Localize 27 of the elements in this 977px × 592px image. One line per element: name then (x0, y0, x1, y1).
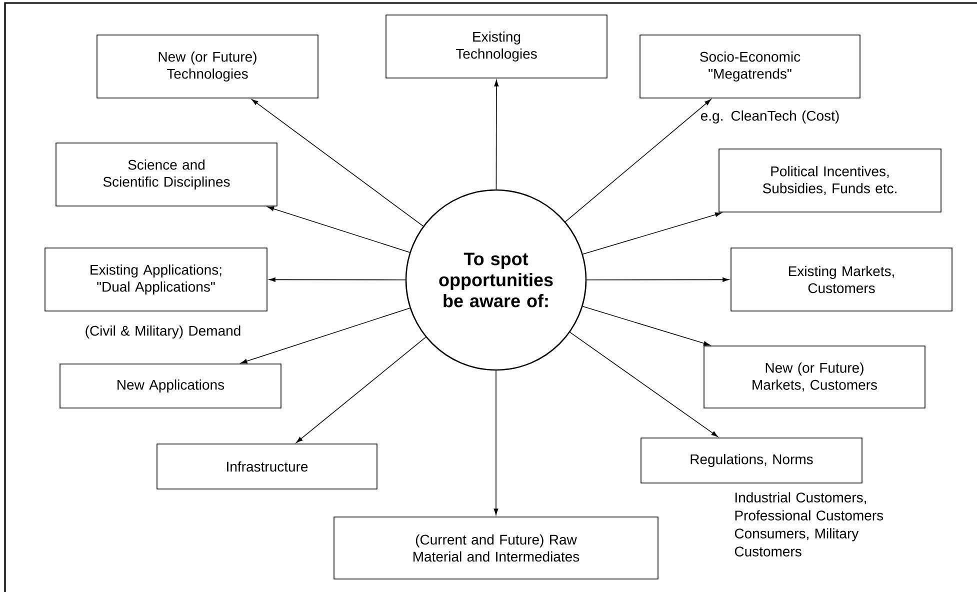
arrow (582, 306, 710, 346)
arrow (494, 370, 498, 516)
note-text: e.g. CleanTech (Cost) (700, 110, 839, 124)
arrow (296, 336, 426, 443)
topic-box: New (or Future) Technologies (96, 34, 318, 98)
arrow (570, 332, 718, 437)
arrow (268, 277, 406, 282)
topic-box: New (or Future) Markets, Customers (704, 346, 926, 408)
arrow (565, 99, 712, 222)
arrow (586, 277, 730, 282)
topic-box: Political Incentives, Subsidies, Funds etc. (718, 148, 942, 212)
topic-box: Socio-Economic "Megatrends" (640, 34, 860, 98)
topic-box: Existing Applications; "Dual Applications" (44, 248, 268, 312)
arrow (268, 206, 410, 253)
topic-box: Existing Technologies (386, 14, 608, 78)
arrow (582, 212, 722, 255)
topic-box: Existing Markets, Customers (730, 248, 952, 312)
arrow (252, 99, 424, 226)
arrow (240, 308, 410, 364)
note-text: Industrial Customers, Professional Customers Consumers, Military Customers (734, 492, 884, 556)
arrow (494, 80, 499, 190)
topic-box: New Applications (60, 364, 282, 408)
topic-box: Infrastructure (156, 444, 378, 490)
topic-box: Regulations, Norms (640, 438, 862, 484)
topic-box: (Current and Future) Raw Material and Intermediates (334, 516, 658, 580)
note-text: (Civil & Military) Demand (86, 325, 240, 339)
topic-box: Science and Scientific Disciplines (56, 142, 278, 206)
